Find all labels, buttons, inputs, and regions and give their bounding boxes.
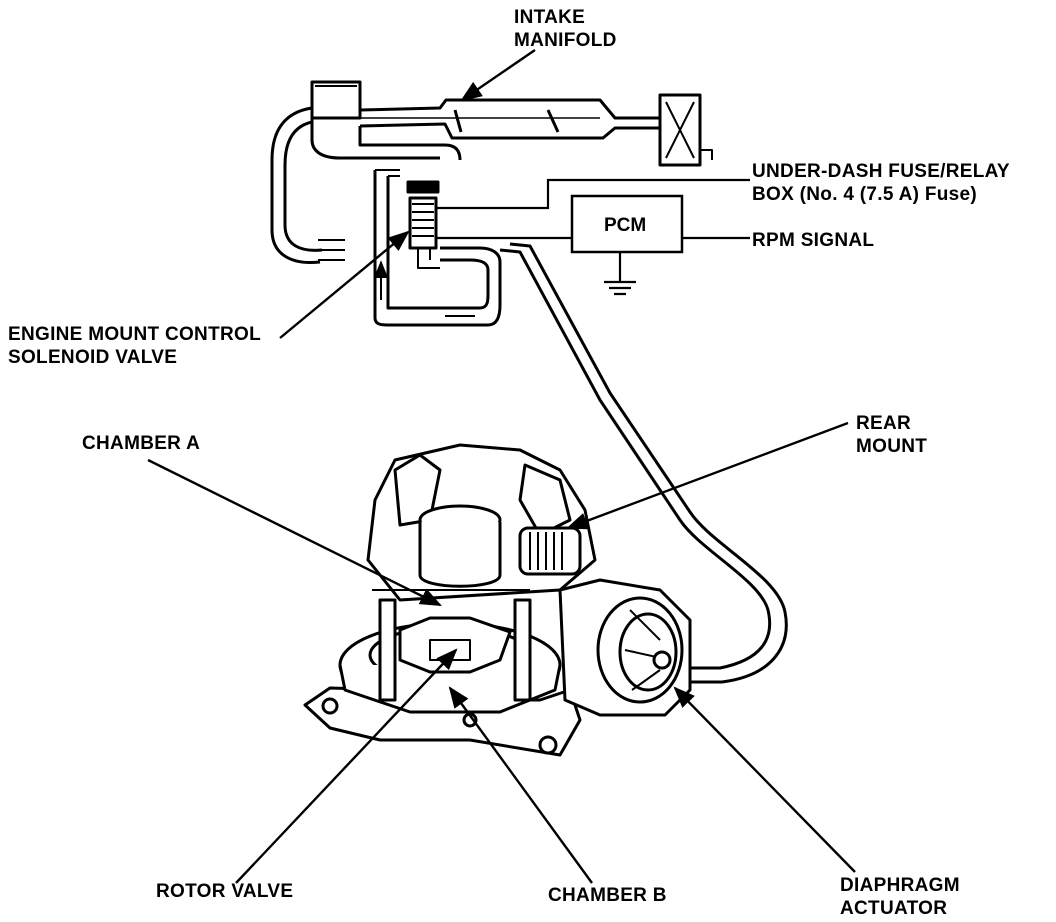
arrow-solenoid-valve (279, 230, 410, 339)
pcm-box-label: PCM (604, 215, 646, 236)
label-chamber-b: CHAMBER B (548, 885, 667, 906)
label-rotor-valve: ROTOR VALVE (156, 881, 294, 902)
arrow-chamber-a (147, 458, 442, 607)
rear-mount (303, 443, 692, 757)
arrow-intake-manifold (460, 49, 536, 102)
label-solenoid-valve: ENGINE MOUNT CONTROL SOLENOID VALVE (8, 324, 261, 368)
label-chamber-a: CHAMBER A (82, 433, 201, 454)
arrow-diaphragm-actuator (673, 686, 856, 873)
arrow-rear-mount (565, 421, 849, 530)
arrow-chamber-b (448, 686, 593, 884)
label-fuse-box: UNDER-DASH FUSE/RELAY BOX (No. 4 (7.5 A)… (752, 161, 1010, 205)
leader-lines (147, 49, 856, 884)
solenoid-valve (373, 169, 788, 684)
pcm-wiring (436, 178, 750, 296)
label-diaphragm-actuator: DIAPHRAGM ACTUATOR (840, 875, 960, 919)
arrow-rotor-valve (235, 648, 458, 884)
intake-manifold (270, 80, 713, 265)
label-rpm-signal: RPM SIGNAL (752, 230, 875, 251)
label-rear-mount: REAR MOUNT (856, 413, 928, 457)
label-intake-manifold: INTAKE MANIFOLD (514, 7, 617, 51)
